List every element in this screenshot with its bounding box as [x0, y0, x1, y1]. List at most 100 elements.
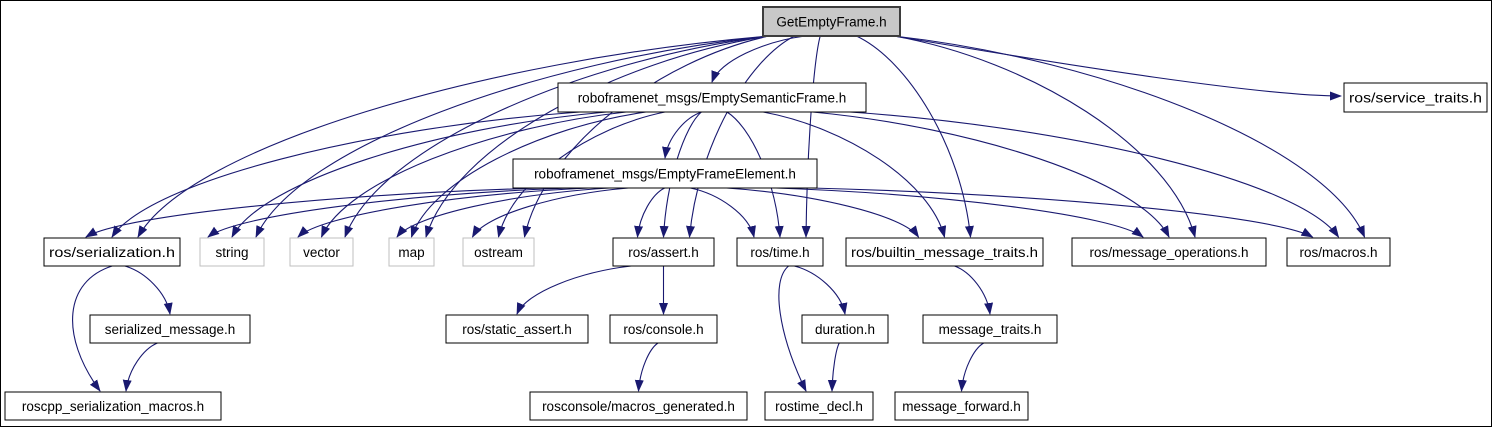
- edge-empty_frame_element-ostream: [472, 187, 629, 238]
- edge-duration-rostime_decl: [827, 342, 840, 392]
- edge-empty_frame_element-message_operations: [775, 187, 1144, 238]
- node-label-time: ros/time.h: [750, 245, 809, 260]
- graph-node-vector[interactable]: vector: [289, 237, 354, 267]
- node-box-vector[interactable]: [289, 237, 354, 267]
- edge-assert-static_assert: [516, 265, 632, 315]
- edge-get_empty_frame-builtin_message_traits: [856, 35, 974, 238]
- graph-node-get_empty_frame[interactable]: GetEmptyFrame.h: [762, 6, 901, 37]
- edge-empty_semantic_frame-serialization: [111, 111, 581, 238]
- node-box-message_traits[interactable]: [922, 314, 1058, 344]
- edge-serialized_message-roscpp_serialization_macros: [122, 342, 158, 392]
- node-label-assert: ros/assert.h: [628, 245, 699, 260]
- edge-console-macros_generated: [634, 342, 659, 392]
- node-label-string: string: [215, 245, 248, 260]
- node-box-message_operations[interactable]: [1071, 237, 1267, 267]
- edge-get_empty_frame-string: [255, 35, 770, 238]
- graph-node-message_operations[interactable]: ros/message_operations.h: [1071, 237, 1267, 267]
- edge-message_traits-message_forward: [957, 342, 985, 392]
- node-box-serialized_message[interactable]: [89, 314, 251, 344]
- node-box-empty_semantic_frame[interactable]: [557, 82, 867, 113]
- graph-node-console[interactable]: ros/console.h: [609, 314, 718, 344]
- node-label-macros_generated: rosconsole/macros_generated.h: [542, 399, 735, 414]
- edge-empty_semantic_frame-string: [231, 111, 607, 238]
- node-box-rostime_decl[interactable]: [764, 391, 874, 421]
- graph-node-message_traits[interactable]: message_traits.h: [922, 314, 1058, 344]
- node-label-serialized_message: serialized_message.h: [105, 322, 236, 337]
- node-box-empty_frame_element[interactable]: [512, 158, 818, 189]
- graph-node-time[interactable]: ros/time.h: [736, 237, 824, 267]
- graph-node-roscpp_serialization_macros[interactable]: roscpp_serialization_macros.h: [4, 391, 222, 421]
- node-box-map[interactable]: [388, 237, 435, 267]
- edge-empty_semantic_frame-map: [410, 111, 646, 238]
- node-label-rostime_decl: rostime_decl.h: [775, 399, 863, 414]
- edge-empty_semantic_frame-macros: [849, 111, 1340, 238]
- graph-node-string[interactable]: string: [199, 237, 265, 267]
- edge-time-duration: [794, 265, 848, 315]
- graph-node-ostream[interactable]: ostream: [462, 237, 535, 267]
- edge-time-rostime_decl: [778, 265, 807, 392]
- node-box-assert[interactable]: [612, 237, 715, 267]
- edge-empty_frame_element-builtin_message_traits: [726, 187, 920, 238]
- edge-empty_frame_element-string: [207, 187, 570, 238]
- graph-node-macros[interactable]: ros/macros.h: [1286, 237, 1391, 267]
- edge-get_empty_frame-message_operations: [893, 35, 1197, 238]
- node-box-get_empty_frame[interactable]: [762, 6, 901, 37]
- graph-node-assert[interactable]: ros/assert.h: [612, 237, 715, 267]
- edge-serialization-roscpp_serialization_macros: [72, 265, 113, 392]
- node-box-roscpp_serialization_macros[interactable]: [4, 391, 222, 421]
- node-label-map: map: [398, 245, 424, 260]
- edge-empty_frame_element-vector: [297, 187, 590, 238]
- graph-node-builtin_message_traits[interactable]: ros/builtin_message_traits.h: [845, 237, 1044, 267]
- node-box-service_traits[interactable]: [1343, 82, 1488, 113]
- node-box-macros[interactable]: [1286, 237, 1391, 267]
- graph-node-serialization[interactable]: ros/serialization.h: [43, 237, 181, 267]
- edge-get_empty_frame-vector: [344, 35, 770, 238]
- graph-node-rostime_decl[interactable]: rostime_decl.h: [764, 391, 874, 421]
- graph-node-serialized_message[interactable]: serialized_message.h: [89, 314, 251, 344]
- node-box-static_assert[interactable]: [445, 314, 589, 344]
- node-box-time[interactable]: [736, 237, 824, 267]
- edge-empty_frame_element-macros: [810, 187, 1314, 238]
- graph-node-static_assert[interactable]: ros/static_assert.h: [445, 314, 589, 344]
- node-box-string[interactable]: [199, 237, 265, 267]
- node-box-console[interactable]: [609, 314, 718, 344]
- edge-empty_semantic_frame-vector: [320, 111, 627, 238]
- node-box-builtin_message_traits[interactable]: [845, 237, 1044, 267]
- node-label-message_operations: ros/message_operations.h: [1089, 245, 1248, 260]
- graph-node-empty_semantic_frame[interactable]: roboframenet_msgs/EmptySemanticFrame.h: [557, 82, 867, 113]
- edge-get_empty_frame-empty_semantic_frame: [711, 35, 806, 83]
- edge-builtin_message_traits-message_traits: [954, 265, 994, 315]
- node-label-console: ros/console.h: [623, 322, 703, 337]
- edge-empty_semantic_frame-empty_frame_element: [662, 111, 702, 159]
- node-box-message_forward[interactable]: [894, 391, 1029, 421]
- node-box-duration[interactable]: [801, 314, 889, 344]
- node-label-empty_frame_element: roboframenet_msgs/EmptyFrameElement.h: [534, 167, 796, 182]
- node-label-static_assert: ros/static_assert.h: [462, 322, 572, 337]
- graph-node-service_traits[interactable]: ros/service_traits.h: [1343, 82, 1488, 113]
- node-label-duration: duration.h: [815, 322, 875, 337]
- node-label-builtin_message_traits: ros/builtin_message_traits.h: [851, 245, 1038, 260]
- edge-empty_semantic_frame-message_operations: [812, 111, 1170, 238]
- node-label-vector: vector: [303, 245, 340, 260]
- node-label-serialization: ros/serialization.h: [49, 245, 175, 260]
- node-label-roscpp_serialization_macros: roscpp_serialization_macros.h: [22, 399, 204, 414]
- graph-node-map[interactable]: map: [388, 237, 435, 267]
- node-label-macros: ros/macros.h: [1299, 245, 1377, 260]
- node-label-empty_semantic_frame: roboframenet_msgs/EmptySemanticFrame.h: [578, 91, 847, 106]
- node-box-ostream[interactable]: [462, 237, 535, 267]
- graph-node-macros_generated[interactable]: rosconsole/macros_generated.h: [529, 391, 748, 421]
- node-box-serialization[interactable]: [43, 237, 181, 267]
- edge-empty_frame_element-time: [690, 187, 756, 238]
- edge-empty_frame_element-assert: [634, 187, 665, 238]
- graph-node-message_forward[interactable]: message_forward.h: [894, 391, 1029, 421]
- graph-node-duration[interactable]: duration.h: [801, 314, 889, 344]
- graph-node-empty_frame_element[interactable]: roboframenet_msgs/EmptyFrameElement.h: [512, 158, 818, 189]
- node-label-ostream: ostream: [474, 245, 523, 260]
- edge-get_empty_frame-service_traits: [893, 35, 1342, 101]
- node-label-message_traits: message_traits.h: [939, 322, 1042, 337]
- edge-get_empty_frame-serialization: [137, 35, 770, 238]
- node-label-get_empty_frame: GetEmptyFrame.h: [776, 15, 886, 30]
- node-box-macros_generated[interactable]: [529, 391, 748, 421]
